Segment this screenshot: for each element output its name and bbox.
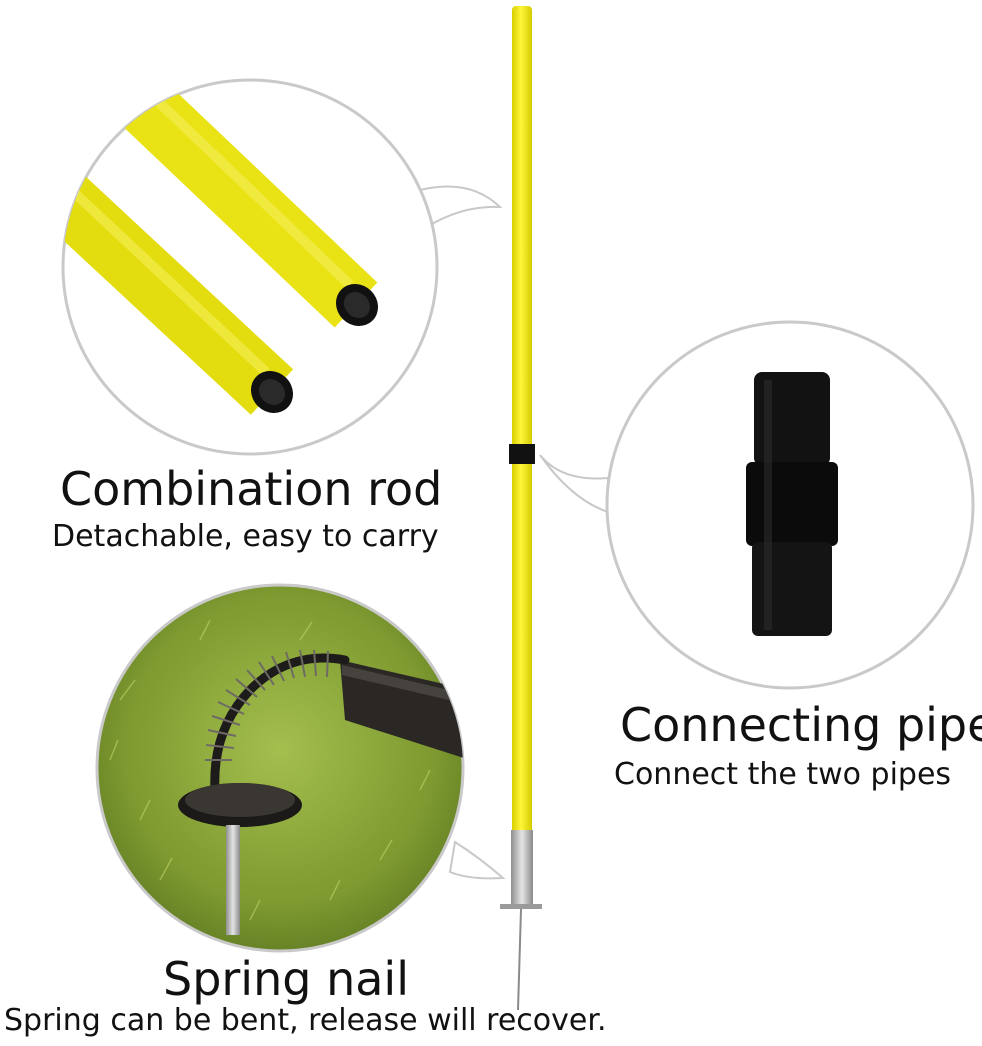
main-pole xyxy=(500,6,542,1011)
black-connector-closeup xyxy=(539,320,975,690)
spring-nail-closeup xyxy=(95,583,506,953)
spring-nail-title: Spring nail xyxy=(163,952,409,1006)
combination-rod-title: Combination rod xyxy=(60,462,443,516)
spring-nail-subtitle: Spring can be bent, release will recover… xyxy=(4,1003,607,1038)
connecting-pipe-subtitle: Connect the two pipes xyxy=(614,757,952,792)
connecting-pipe-title: Connecting pipe xyxy=(620,698,982,752)
rod-ends-closeup xyxy=(61,78,503,456)
combination-rod-subtitle: Detachable, easy to carry xyxy=(52,519,439,554)
